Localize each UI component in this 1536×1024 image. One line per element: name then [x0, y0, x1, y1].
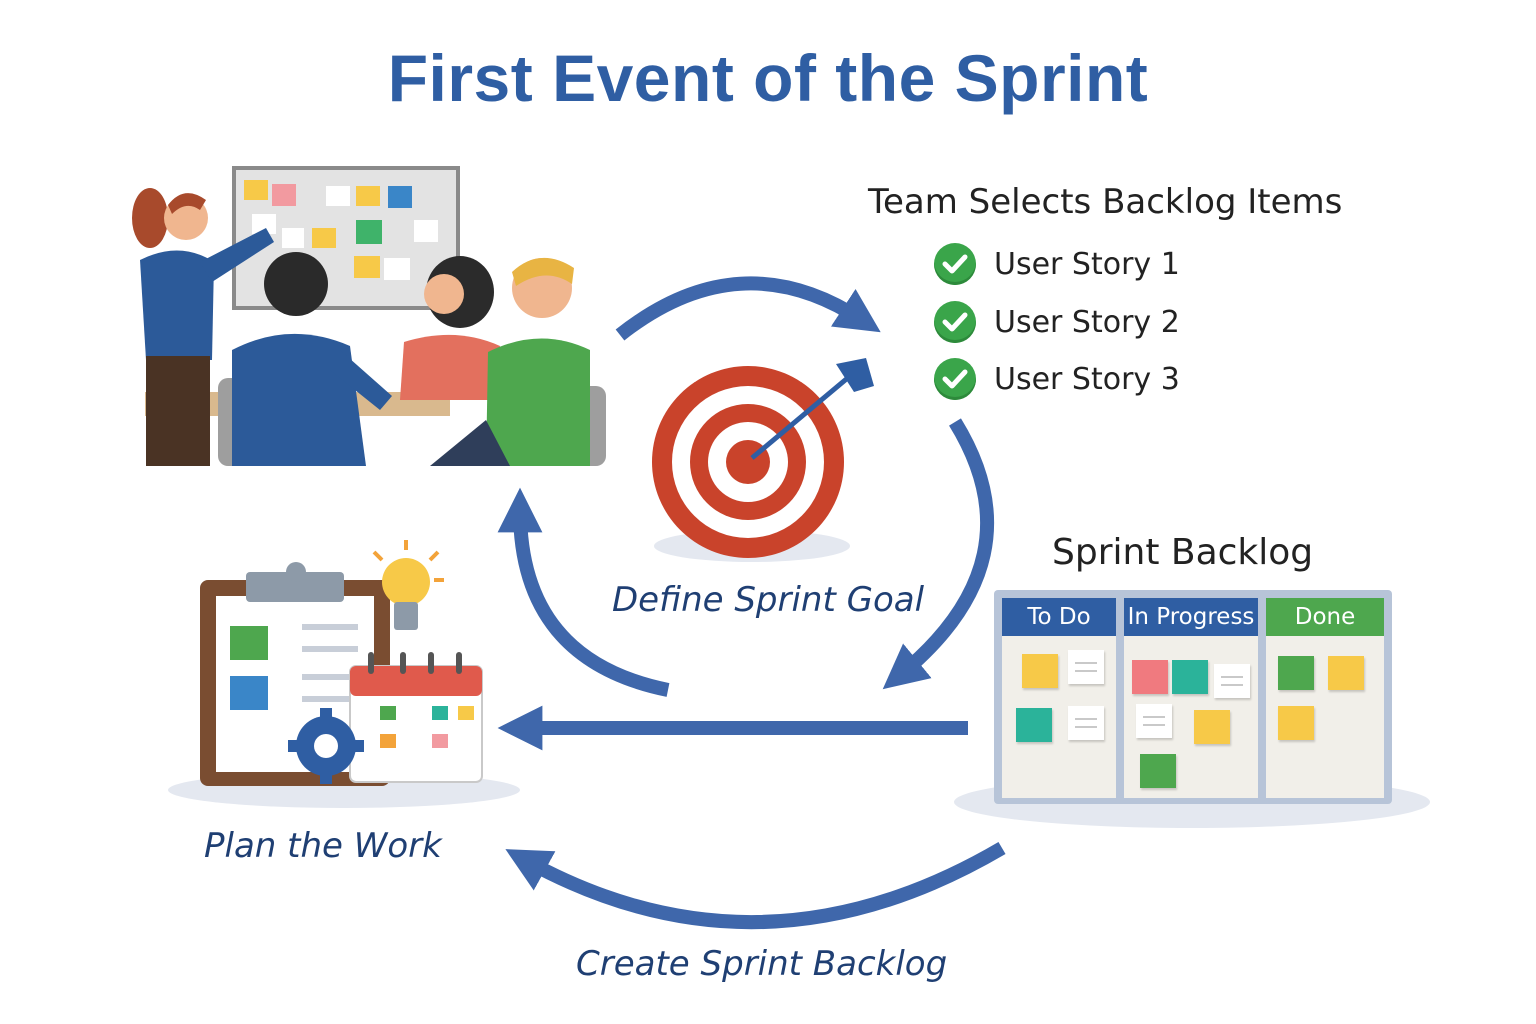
column-header: Done: [1266, 598, 1384, 636]
sticky-note: [1016, 708, 1052, 742]
caption-define-goal: Define Sprint Goal: [612, 580, 925, 620]
check-icon: [934, 301, 976, 343]
caption-plan-work: Plan the Work: [204, 826, 442, 866]
plan-illustration: [168, 540, 520, 808]
select-items-title: Team Selects Backlog Items: [868, 182, 1343, 222]
check-icon: [934, 358, 976, 400]
caption-create-backlog: Create Sprint Backlog: [576, 944, 948, 984]
story-item: User Story 3: [934, 357, 1180, 401]
column-header: To Do: [1002, 598, 1116, 636]
sticky-note: [1328, 656, 1364, 690]
story-label: User Story 2: [994, 304, 1180, 340]
board-column-todo: To Do: [1002, 598, 1116, 798]
sticky-note: [1068, 650, 1104, 684]
sticky-note: [1022, 654, 1058, 688]
sticky-note: [1132, 660, 1168, 694]
sticky-note: [1278, 656, 1314, 690]
story-item: User Story 2: [934, 300, 1180, 344]
arrow-down-to-board: [882, 418, 995, 690]
column-header: In Progress: [1124, 598, 1258, 636]
page-title: First Event of the Sprint: [387, 41, 1149, 115]
board-column-in-progress: In Progress: [1124, 598, 1258, 798]
sticky-note: [1214, 664, 1250, 698]
arrow-bottom-curve: [505, 841, 1006, 930]
sticky-note: [1140, 754, 1176, 788]
story-label: User Story 3: [994, 361, 1180, 397]
arrow-up-to-team: [497, 487, 670, 697]
team-meeting-illustration: [132, 166, 606, 466]
lightbulb-icon: [372, 540, 444, 630]
gear-icon: [288, 708, 364, 784]
sticky-note: [1172, 660, 1208, 694]
target-icon: [652, 358, 874, 562]
arrow-to-select-items: [615, 276, 881, 341]
calendar-icon: [349, 652, 483, 783]
sprint-backlog-title: Sprint Backlog: [1052, 532, 1314, 573]
cycle-arrows: [497, 276, 1006, 930]
sticky-note: [1278, 706, 1314, 740]
board-column-done: Done: [1266, 598, 1384, 798]
story-item: User Story 1: [934, 242, 1180, 286]
sticky-note: [1136, 704, 1172, 738]
kanban-board: To Do In Progress Done: [994, 590, 1392, 804]
sticky-note: [1194, 710, 1230, 744]
story-label: User Story 1: [994, 246, 1180, 282]
sticky-note: [1068, 706, 1104, 740]
check-icon: [934, 243, 976, 285]
